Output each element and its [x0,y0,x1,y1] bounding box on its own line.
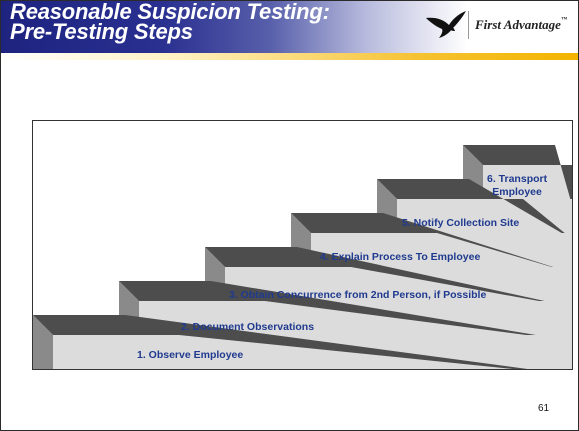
step-label-6: 6. Transport Employee [487,173,548,198]
staircase-graphic [33,145,572,369]
step-label-4: 4. Explain Process To Employee [320,251,481,263]
gold-rule [0,53,579,60]
step-label-2: 2. Document Observations [181,321,315,333]
step-label-3: 3. Obtain Concurrence from 2nd Person, i… [229,289,487,301]
logo: First Advantage™ [425,8,577,42]
logo-divider [468,11,469,39]
slide-title: Reasonable Suspicion Testing: Pre-Testin… [10,0,330,44]
logo-wordmark: First Advantage™ [475,17,567,32]
stair-tread-4 [291,213,572,273]
stair-side-1 [33,315,53,369]
stair-tread-6 [463,145,572,205]
staircase-diagram: 1. Observe Employee 2. Document Observat… [32,120,573,370]
stair-tread-2 [119,281,572,341]
header-band: Reasonable Suspicion Testing: Pre-Testin… [0,0,467,53]
eagle-icon [426,11,466,38]
step-label-5: 5. Notify Collection Site [402,217,520,229]
step-label-1: 1. Observe Employee [137,349,244,361]
stair-tread-3 [205,247,572,307]
stair-tread-1 [33,315,528,369]
page-number: 61 [538,403,550,414]
stair-tread-5 [377,179,572,239]
